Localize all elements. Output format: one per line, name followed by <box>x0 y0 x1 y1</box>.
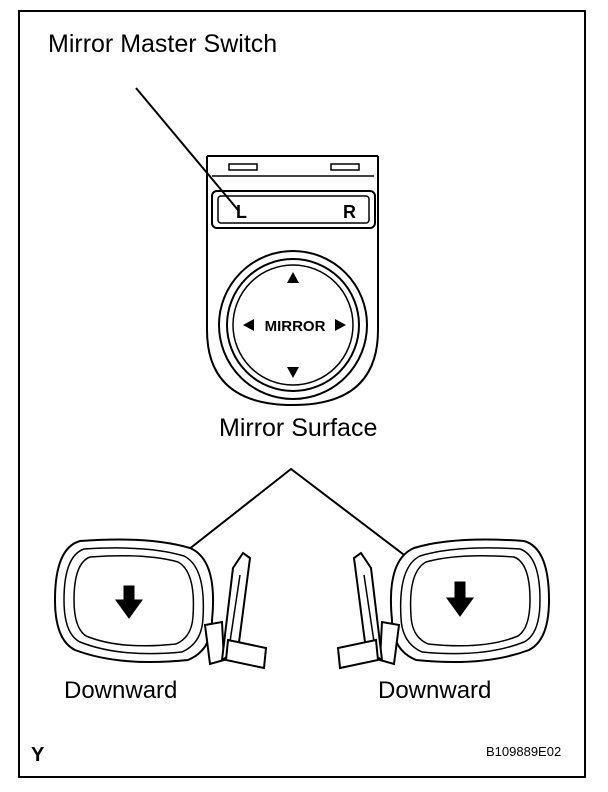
corner-mark: Y <box>31 744 45 766</box>
surface-leader-lines <box>159 467 425 573</box>
switch-housing <box>206 156 379 407</box>
down-arrow-icon <box>287 367 299 378</box>
diagram-title: Mirror Master Switch <box>48 30 278 58</box>
mirror-surface-label: Mirror Surface <box>219 414 378 442</box>
left-downward-arrow-icon <box>115 585 143 619</box>
up-arrow-icon <box>287 272 299 283</box>
right-key-label: R <box>343 202 356 222</box>
mirror-master-switch: L R MIRROR <box>206 155 379 407</box>
knob-label: MIRROR <box>265 318 326 335</box>
right-side-mirror <box>336 538 551 670</box>
right-downward-arrow-icon <box>446 581 474 617</box>
right-arrow-icon <box>335 319 346 331</box>
mirror-knob-outer[interactable] <box>218 250 368 400</box>
title-leader-line <box>135 87 239 211</box>
right-direction-label: Downward <box>378 677 492 704</box>
left-side-mirror <box>53 538 268 670</box>
left-key-label: L <box>236 202 247 222</box>
left-direction-label: Downward <box>64 677 178 704</box>
left-arrow-icon <box>243 319 254 331</box>
figure-code: B109889E02 <box>486 744 562 759</box>
lr-selector-switch[interactable] <box>211 190 376 229</box>
figure-border <box>18 10 586 778</box>
